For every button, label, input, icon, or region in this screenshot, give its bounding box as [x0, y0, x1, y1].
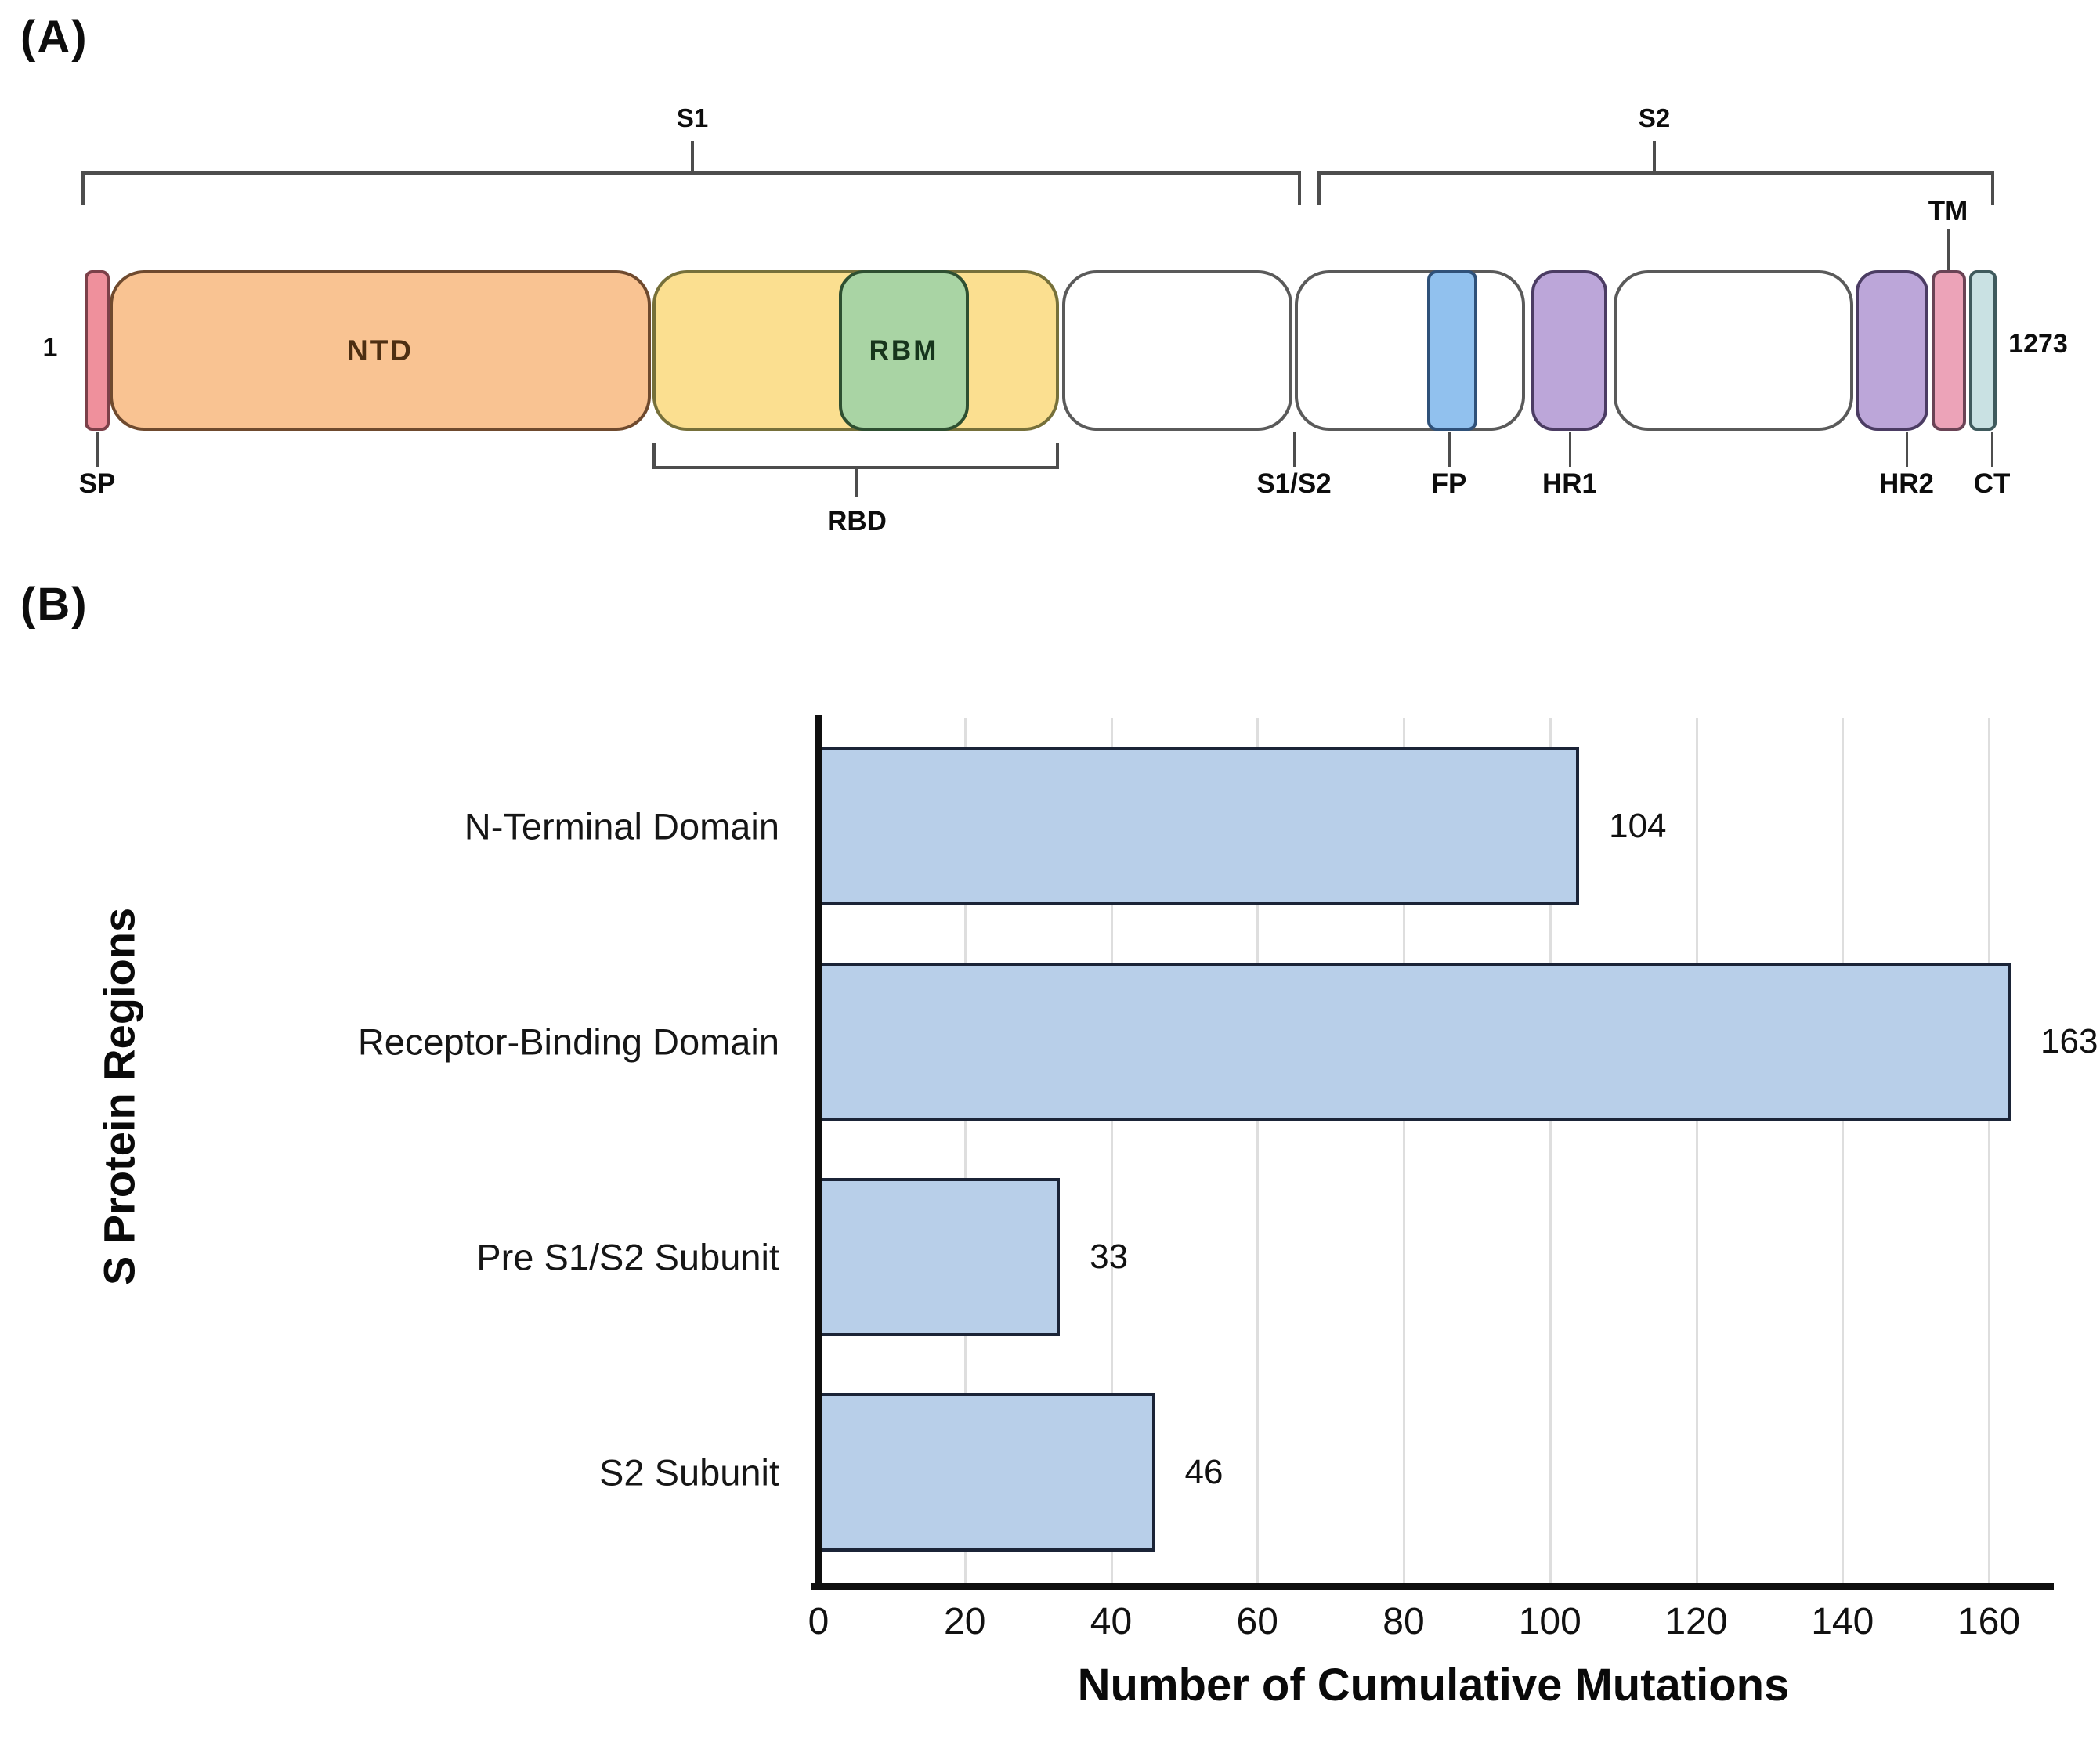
panel-b-label: (B) [20, 579, 89, 630]
cumulative-mutations-bar-chart: 104 N-Terminal Domain 163 Receptor-Binding … [0, 595, 2100, 1756]
segment-s1-cterm [1062, 270, 1292, 431]
x-tick-label-40: 40 [1090, 1601, 1133, 1642]
bar-3 [819, 1178, 1061, 1336]
s1-label: S1 [676, 103, 709, 132]
grid-line-120 [1695, 718, 1698, 1583]
x-tick-label-0: 0 [808, 1601, 830, 1642]
segment-s2-mid [1614, 270, 1853, 431]
x-tick-label-120: 120 [1664, 1601, 1728, 1642]
bar-value-label: 163 [2040, 1022, 2098, 1060]
start-residue-label: 1 [42, 333, 58, 363]
grid-line-60 [1256, 718, 1260, 1583]
bar-value-label: 46 [1184, 1453, 1223, 1491]
x-tick-label-60: 60 [1236, 1601, 1278, 1642]
rbd-bracket-stem [855, 469, 858, 497]
segment-hr1 [1531, 270, 1607, 431]
category-label: Pre S1/S2 Subunit [476, 1236, 779, 1278]
category-label: Receptor-Binding Domain [357, 1021, 779, 1063]
segment-ct [1969, 270, 1997, 431]
grid-line-80 [1403, 718, 1405, 1583]
callout-hr2-label: HR2 [1878, 468, 1935, 499]
x-axis-line [811, 1583, 2054, 1590]
segment-label-rbm: RBM [869, 334, 939, 366]
s1-bracket-line [81, 171, 1301, 175]
callout-hr2-leader [1906, 432, 1908, 467]
callout-ct-leader [1991, 432, 1993, 467]
grid-line-160 [1988, 718, 1990, 1583]
x-tick-label-160: 160 [1957, 1601, 2021, 1642]
panel-a-label: (A) [20, 12, 89, 63]
s2-label-tick [1653, 141, 1656, 171]
bar-value-label: 104 [1609, 807, 1667, 845]
s2-label: S2 [1638, 103, 1671, 132]
s2-bracket-left-tick [1317, 171, 1321, 205]
x-tick-label-140: 140 [1811, 1601, 1874, 1642]
category-label: S2 Subunit [599, 1451, 779, 1494]
callout-fp-label: FP [1431, 468, 1467, 499]
grid-line-140 [1842, 718, 1845, 1583]
segment-fp [1427, 270, 1477, 431]
x-tick-label-100: 100 [1518, 1601, 1581, 1642]
rbd-label: RBD [827, 506, 887, 537]
s1-label-tick [691, 141, 694, 171]
callout-tm-leader [1947, 229, 1950, 270]
bar-4 [819, 1393, 1155, 1552]
callout-ct-label: CT [1973, 468, 2011, 499]
grid-line-40 [1110, 718, 1113, 1583]
callout-s1s2-label: S1/S2 [1256, 468, 1332, 499]
bar-1 [819, 747, 1580, 905]
callout-tm-label: TM [1928, 196, 1968, 226]
s1-bracket-left-tick [81, 171, 85, 205]
segment-label-ntd: NTD [346, 334, 414, 367]
x-tick-label-20: 20 [944, 1601, 986, 1642]
s2-bracket-right-tick [1991, 171, 1994, 205]
callout-hr1-label: HR1 [1542, 468, 1598, 499]
grid-line-20 [963, 718, 967, 1583]
y-axis-title: S Protein Regions [94, 907, 144, 1286]
s2-bracket-line [1317, 171, 1994, 175]
segment-hr2 [1856, 270, 1928, 431]
callout-fp-leader [1448, 432, 1451, 467]
bar-value-label: 33 [1090, 1238, 1129, 1276]
callout-hr1-leader [1569, 432, 1571, 467]
callout-s1s2-leader [1293, 432, 1296, 467]
callout-sp-leader [96, 432, 99, 467]
rbd-bracket-left-tick [652, 443, 656, 469]
callout-sp-label: SP [78, 468, 116, 499]
rbd-bracket-right-tick [1056, 443, 1059, 469]
segment-ntd [110, 270, 651, 431]
x-axis-title: Number of Cumulative Mutations [1077, 1660, 1790, 1711]
segment-s2-nterm [1295, 270, 1525, 431]
grid-line-100 [1549, 718, 1552, 1583]
segment-rbm [839, 270, 969, 431]
category-label: N-Terminal Domain [464, 805, 779, 847]
y-axis-line [815, 715, 822, 1590]
segment-tm [1932, 270, 1966, 431]
bar-2 [819, 963, 2011, 1121]
s1-bracket-right-tick [1298, 171, 1301, 205]
x-tick-label-80: 80 [1383, 1601, 1425, 1642]
rbd-bracket-line [652, 466, 1059, 469]
end-residue-label: 1273 [2008, 329, 2068, 359]
segment-sp [85, 270, 110, 431]
